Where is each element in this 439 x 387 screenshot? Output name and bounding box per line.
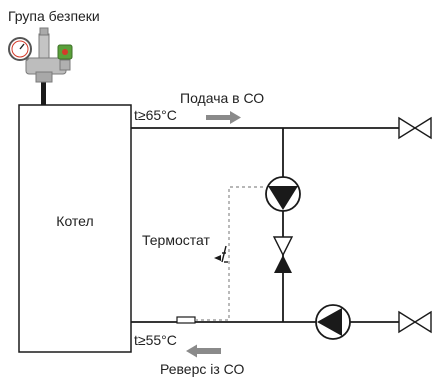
bypass-pump-icon — [265, 176, 301, 212]
return-flow-arrow — [186, 344, 221, 358]
thermostat-label: Термостат — [142, 232, 210, 248]
supply-temp-label: t≥65°C — [134, 107, 177, 123]
safety-group-label: Група безпеки — [8, 8, 100, 24]
return-temp-label: t≥55°C — [134, 332, 177, 348]
return-label: Реверс із СО — [160, 361, 244, 377]
safety-group-icon — [8, 27, 73, 105]
thermostat-control-line — [195, 186, 264, 321]
thermostat-switch-icon — [214, 245, 228, 263]
boiler — [18, 104, 132, 353]
boiler-label: Котел — [56, 213, 93, 229]
supply-flow-arrow — [206, 111, 241, 124]
check-valve-icon — [272, 236, 294, 273]
supply-label: Подача в СО — [180, 90, 264, 106]
temperature-sensor-icon — [176, 316, 196, 324]
return-pump-icon — [315, 304, 351, 340]
supply-valve-icon — [398, 116, 432, 140]
return-valve-icon — [398, 310, 432, 334]
